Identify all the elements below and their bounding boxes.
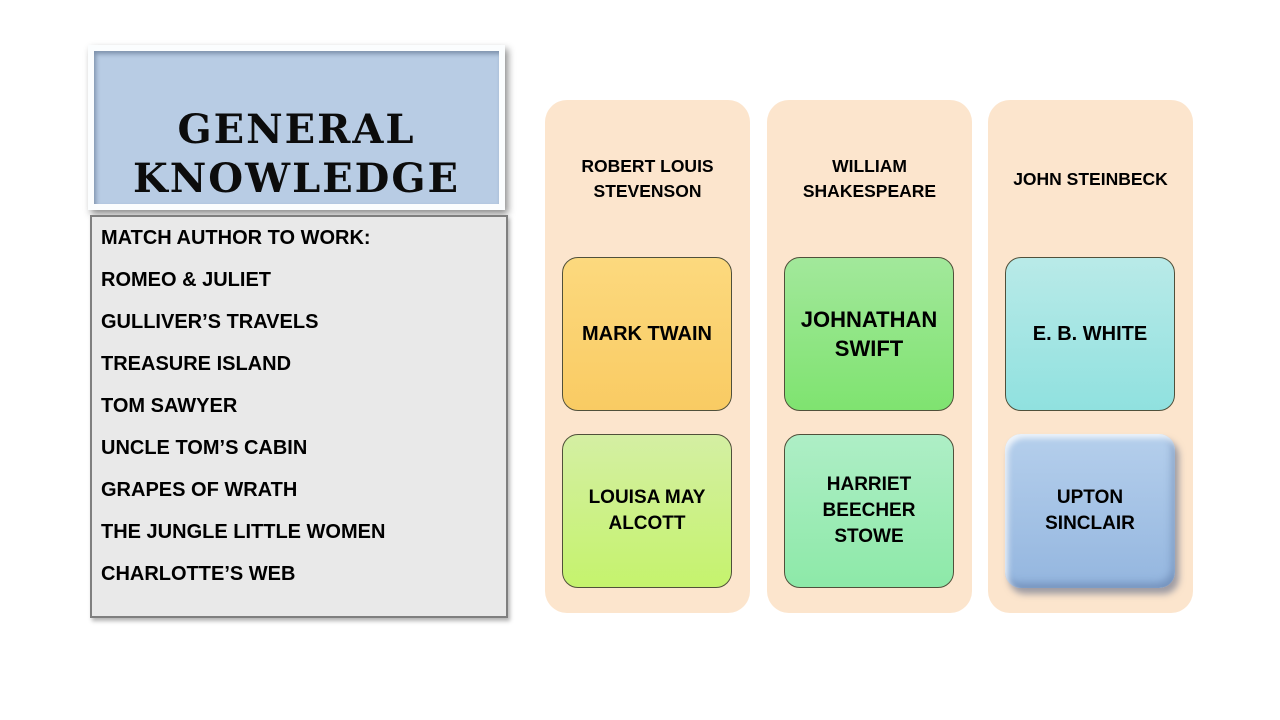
author-card-louisa-may-alcott[interactable]: LOUISA MAY ALCOTT [562, 434, 732, 588]
work-item: ROMEO & JULIET [101, 268, 272, 291]
column-header: JOHN STEINBECK [1013, 168, 1168, 189]
work-item: THE JUNGLE LITTLE WOMEN [101, 520, 386, 543]
author-card-johnathan-swift[interactable]: JOHNATHAN SWIFT [784, 257, 954, 411]
author-card-harriet-beecher-stowe[interactable]: HARRIET BEECHER STOWE [784, 434, 954, 588]
author-card-mark-twain[interactable]: MARK TWAIN [562, 257, 732, 411]
title-line-1: GENERAL [177, 105, 416, 153]
work-item: TREASURE ISLAND [101, 352, 292, 375]
work-item: UNCLE TOM’S CABIN [101, 436, 308, 459]
work-item: TOM SAWYER [101, 394, 238, 417]
work-item: CHARLOTTE’S WEB [101, 562, 296, 585]
author-column-stevenson: ROBERT LOUIS STEVENSON MARK TWAIN LOUISA… [545, 100, 750, 613]
author-card-upton-sinclair[interactable]: UPTON SINCLAIR [1005, 434, 1175, 588]
work-item: GULLIVER’S TRAVELS [101, 310, 319, 333]
works-heading: MATCH AUTHOR TO WORK: [101, 226, 371, 249]
works-panel: MATCH AUTHOR TO WORK: ROMEO & JULIET GUL… [90, 215, 508, 618]
work-item: GRAPES OF WRATH [101, 478, 298, 501]
column-header: ROBERT LOUIS STEVENSON [581, 156, 714, 201]
author-column-steinbeck: JOHN STEINBECK E. B. WHITE UPTON SINCLAI… [988, 100, 1193, 613]
title-box: GENERAL KNOWLEDGE [88, 45, 505, 210]
author-column-shakespeare: WILLIAM SHAKESPEARE JOHNATHAN SWIFT HARR… [767, 100, 972, 613]
author-card-eb-white[interactable]: E. B. WHITE [1005, 257, 1175, 411]
column-header: WILLIAM SHAKESPEARE [802, 156, 937, 201]
title-line-2: KNOWLEDGE [132, 154, 461, 202]
